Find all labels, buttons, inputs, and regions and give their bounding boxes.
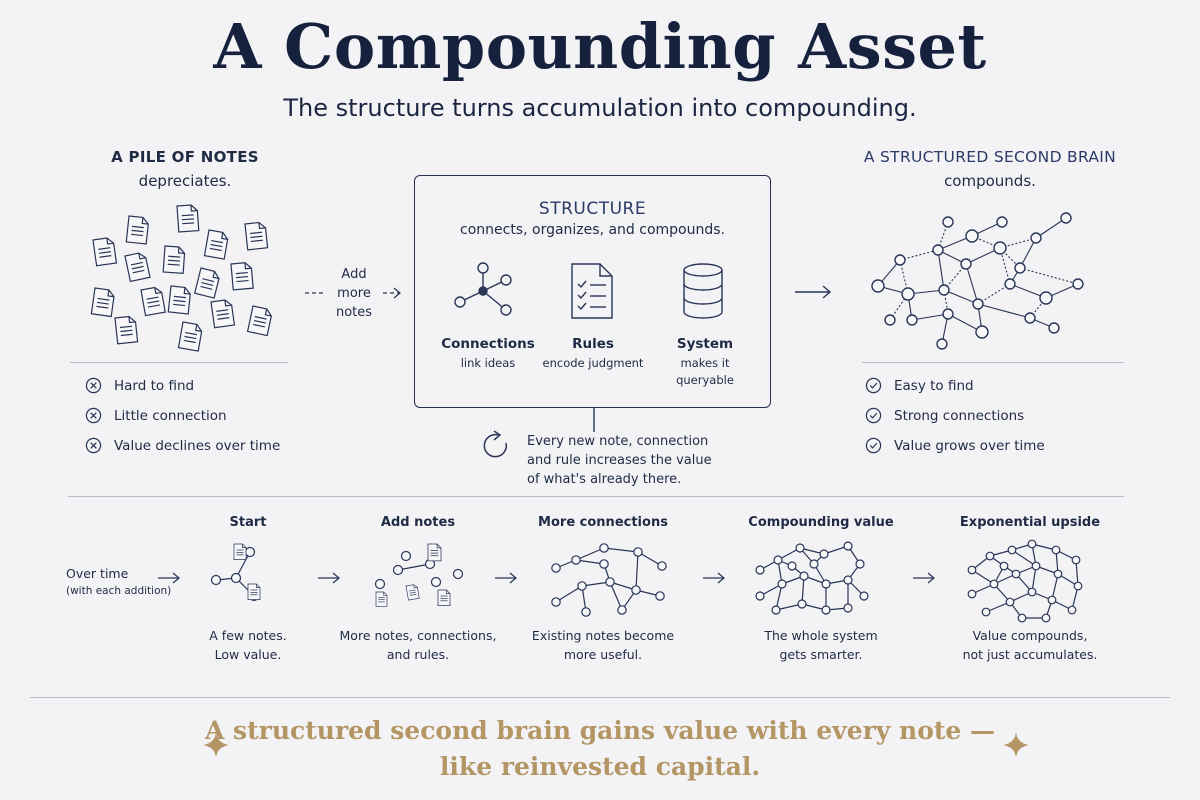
left-subheading: depreciates. bbox=[138, 172, 232, 190]
sparkle-icon bbox=[1003, 732, 1029, 758]
right-item-label: Easy to find bbox=[894, 377, 974, 394]
stage-title-add-notes: Add notes bbox=[380, 515, 456, 530]
left-item-little-connection: Little connection bbox=[85, 407, 227, 424]
structure-subtitle: connects, organizes, and compounds. bbox=[460, 222, 725, 238]
sparkle-icon bbox=[203, 732, 229, 758]
right-divider bbox=[862, 362, 1124, 363]
right-heading: A STRUCTURED SECOND BRAIN bbox=[863, 148, 1117, 166]
dashed-arrow-icon bbox=[305, 287, 401, 299]
left-item-label: Hard to find bbox=[114, 377, 195, 394]
stage-caption-add-notes: More notes, connections,and rules. bbox=[339, 628, 497, 662]
section-divider bbox=[68, 496, 1124, 497]
x-circle-icon bbox=[85, 377, 102, 394]
over-time-sublabel: (with each addition) bbox=[66, 585, 172, 597]
knowledge-graph-illustration bbox=[871, 212, 1084, 350]
database-icon bbox=[683, 263, 723, 319]
left-divider bbox=[70, 362, 288, 363]
loop-text: Every new note, connection and rule incr… bbox=[527, 434, 712, 487]
stage-title-exponential-upside: Exponential upside bbox=[959, 515, 1101, 530]
page-subtitle: The structure turns accumulation into co… bbox=[283, 94, 917, 122]
left-item-label: Little connection bbox=[114, 407, 227, 424]
stage-caption-exponential-upside: Value compounds,not just accumulates. bbox=[962, 628, 1098, 662]
over-time-label: Over time bbox=[66, 566, 129, 581]
page-title: A Compounding Asset bbox=[213, 10, 987, 83]
check-circle-icon bbox=[865, 377, 882, 394]
footer-tagline: A structured second brain gains value wi… bbox=[204, 716, 996, 781]
x-circle-icon bbox=[85, 437, 102, 454]
right-item-value-grows: Value grows over time bbox=[865, 437, 1045, 454]
system-desc: makes it queryable bbox=[676, 356, 734, 387]
rules-desc: encode judgment bbox=[542, 356, 644, 370]
left-heading: A PILE OF NOTES bbox=[111, 148, 259, 166]
network-icon bbox=[454, 262, 512, 316]
check-circle-icon bbox=[865, 437, 882, 454]
stage-caption-start: A few notes.Low value. bbox=[209, 628, 287, 662]
right-item-easy-to-find: Easy to find bbox=[865, 377, 974, 394]
checklist-icon bbox=[571, 263, 613, 319]
connector-line bbox=[593, 407, 595, 432]
add-more-notes-label: Add more notes bbox=[335, 267, 373, 320]
structure-box bbox=[414, 175, 771, 408]
timeline-illustrations bbox=[158, 539, 1083, 623]
connections-label: Connections bbox=[441, 336, 535, 352]
scattered-notes-illustration bbox=[90, 204, 272, 352]
right-subheading: compounds. bbox=[944, 172, 1036, 190]
left-item-hard-to-find: Hard to find bbox=[85, 377, 194, 394]
rules-label: Rules bbox=[572, 336, 614, 352]
system-label: System bbox=[676, 336, 734, 352]
stage-title-start: Start bbox=[229, 515, 267, 530]
right-item-label: Value grows over time bbox=[894, 437, 1045, 454]
structure-title: STRUCTURE bbox=[538, 199, 647, 219]
left-item-label: Value declines over time bbox=[114, 437, 281, 454]
check-circle-icon bbox=[865, 407, 882, 424]
stage-title-more-connections: More connections bbox=[538, 515, 668, 530]
right-item-label: Strong connections bbox=[894, 407, 1025, 424]
right-item-strong-connections: Strong connections bbox=[865, 407, 1024, 424]
x-circle-icon bbox=[85, 407, 102, 424]
left-item-value-declines: Value declines over time bbox=[85, 437, 280, 454]
stage-title-compounding-value: Compounding value bbox=[748, 515, 894, 530]
footer-divider bbox=[30, 697, 1170, 698]
refresh-loop-icon bbox=[483, 430, 508, 458]
connections-desc: link ideas bbox=[460, 356, 516, 370]
arrow-right-icon bbox=[795, 285, 832, 299]
